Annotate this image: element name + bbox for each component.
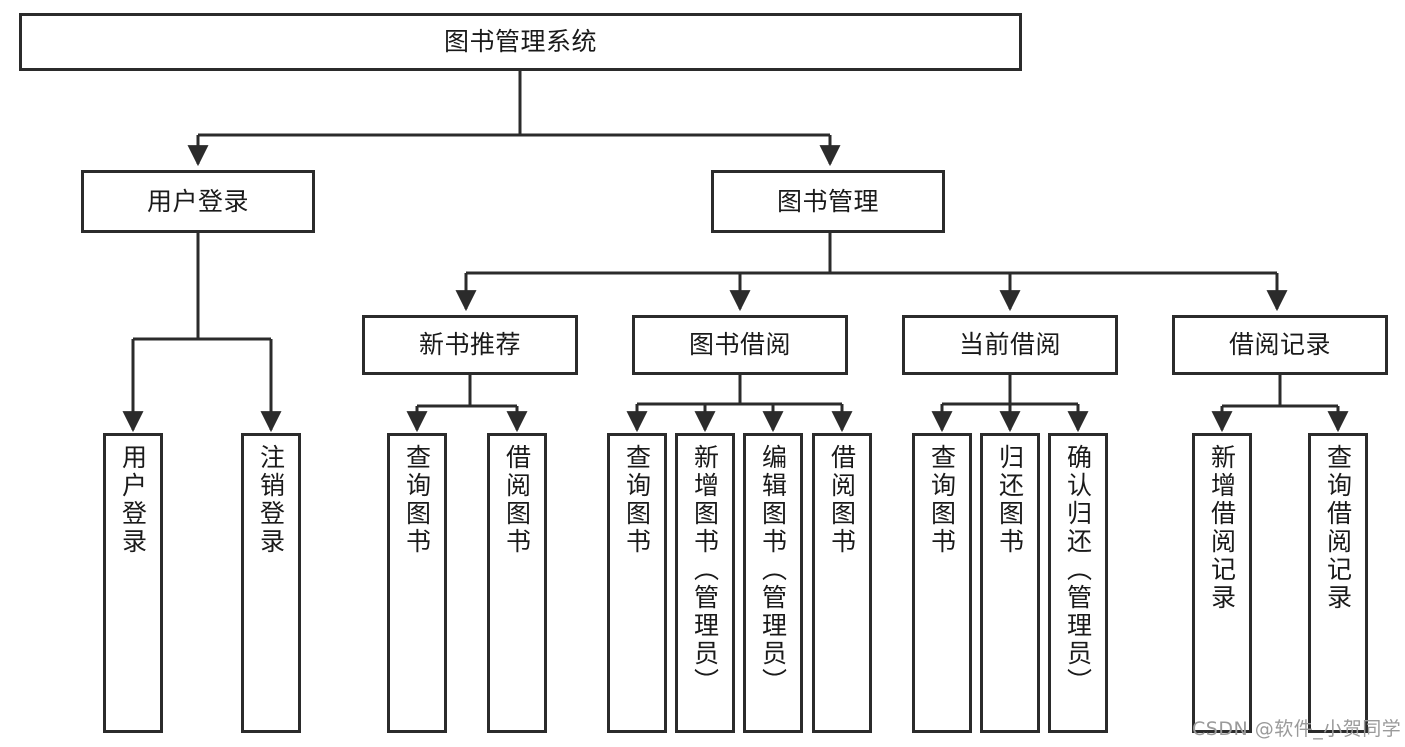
leaf-new-book-query-books[interactable]: 查询图书 xyxy=(387,433,447,733)
node-current-borrowing[interactable]: 当前借阅 xyxy=(902,315,1118,375)
node-label: 图书管理系统 xyxy=(443,27,597,56)
leaf-book-borrow-borrow-books[interactable]: 借阅图书 xyxy=(812,433,872,733)
node-label: 注销登录 xyxy=(256,444,286,556)
node-label: 借阅记录 xyxy=(1228,330,1331,359)
node-label: 用户登录 xyxy=(118,444,148,556)
leaf-borrow-record-query-record[interactable]: 查询借阅记录 xyxy=(1308,433,1368,733)
node-book-management[interactable]: 图书管理 xyxy=(711,170,945,233)
node-label: 查询图书 xyxy=(927,444,957,556)
node-new-book-recommendation[interactable]: 新书推荐 xyxy=(362,315,578,375)
leaf-book-borrow-query-books[interactable]: 查询图书 xyxy=(607,433,667,733)
leaf-borrow-record-add-record[interactable]: 新增借阅记录 xyxy=(1192,433,1252,733)
leaf-book-borrow-add-book-admin[interactable]: 新增图书（管理员） xyxy=(675,433,735,733)
node-label: 用户登录 xyxy=(146,186,249,216)
node-label: 查询图书 xyxy=(402,444,432,556)
csdn-watermark: CSDN @软件_小贺同学 xyxy=(1192,718,1402,740)
node-label: 新书推荐 xyxy=(418,330,521,359)
node-label: 借阅图书 xyxy=(502,444,532,556)
leaf-new-book-borrow-books[interactable]: 借阅图书 xyxy=(487,433,547,733)
leaf-current-borrow-return-books[interactable]: 归还图书 xyxy=(980,433,1040,733)
leaf-user-login-signin[interactable]: 用户登录 xyxy=(103,433,163,733)
node-label: 图书借阅 xyxy=(688,330,791,359)
node-label: 当前借阅 xyxy=(958,330,1061,359)
leaf-user-login-signout[interactable]: 注销登录 xyxy=(241,433,301,733)
node-root-book-management-system[interactable]: 图书管理系统 xyxy=(19,13,1022,71)
node-label: 借阅图书 xyxy=(827,444,857,556)
node-user-login[interactable]: 用户登录 xyxy=(81,170,315,233)
node-label: 查询图书 xyxy=(622,444,652,556)
node-label: 确认归还（管理员） xyxy=(1063,444,1093,696)
node-label: 编辑图书（管理员） xyxy=(758,444,788,696)
node-label: 查询借阅记录 xyxy=(1323,444,1353,612)
node-borrowing-record[interactable]: 借阅记录 xyxy=(1172,315,1388,375)
node-book-borrowing[interactable]: 图书借阅 xyxy=(632,315,848,375)
node-label: 新增图书（管理员） xyxy=(690,444,720,696)
leaf-current-borrow-query-books[interactable]: 查询图书 xyxy=(912,433,972,733)
node-label: 图书管理 xyxy=(776,186,879,216)
node-label: 归还图书 xyxy=(995,444,1025,556)
leaf-book-borrow-edit-book-admin[interactable]: 编辑图书（管理员） xyxy=(743,433,803,733)
leaf-current-borrow-confirm-return-admin[interactable]: 确认归还（管理员） xyxy=(1048,433,1108,733)
node-label: 新增借阅记录 xyxy=(1207,444,1237,612)
